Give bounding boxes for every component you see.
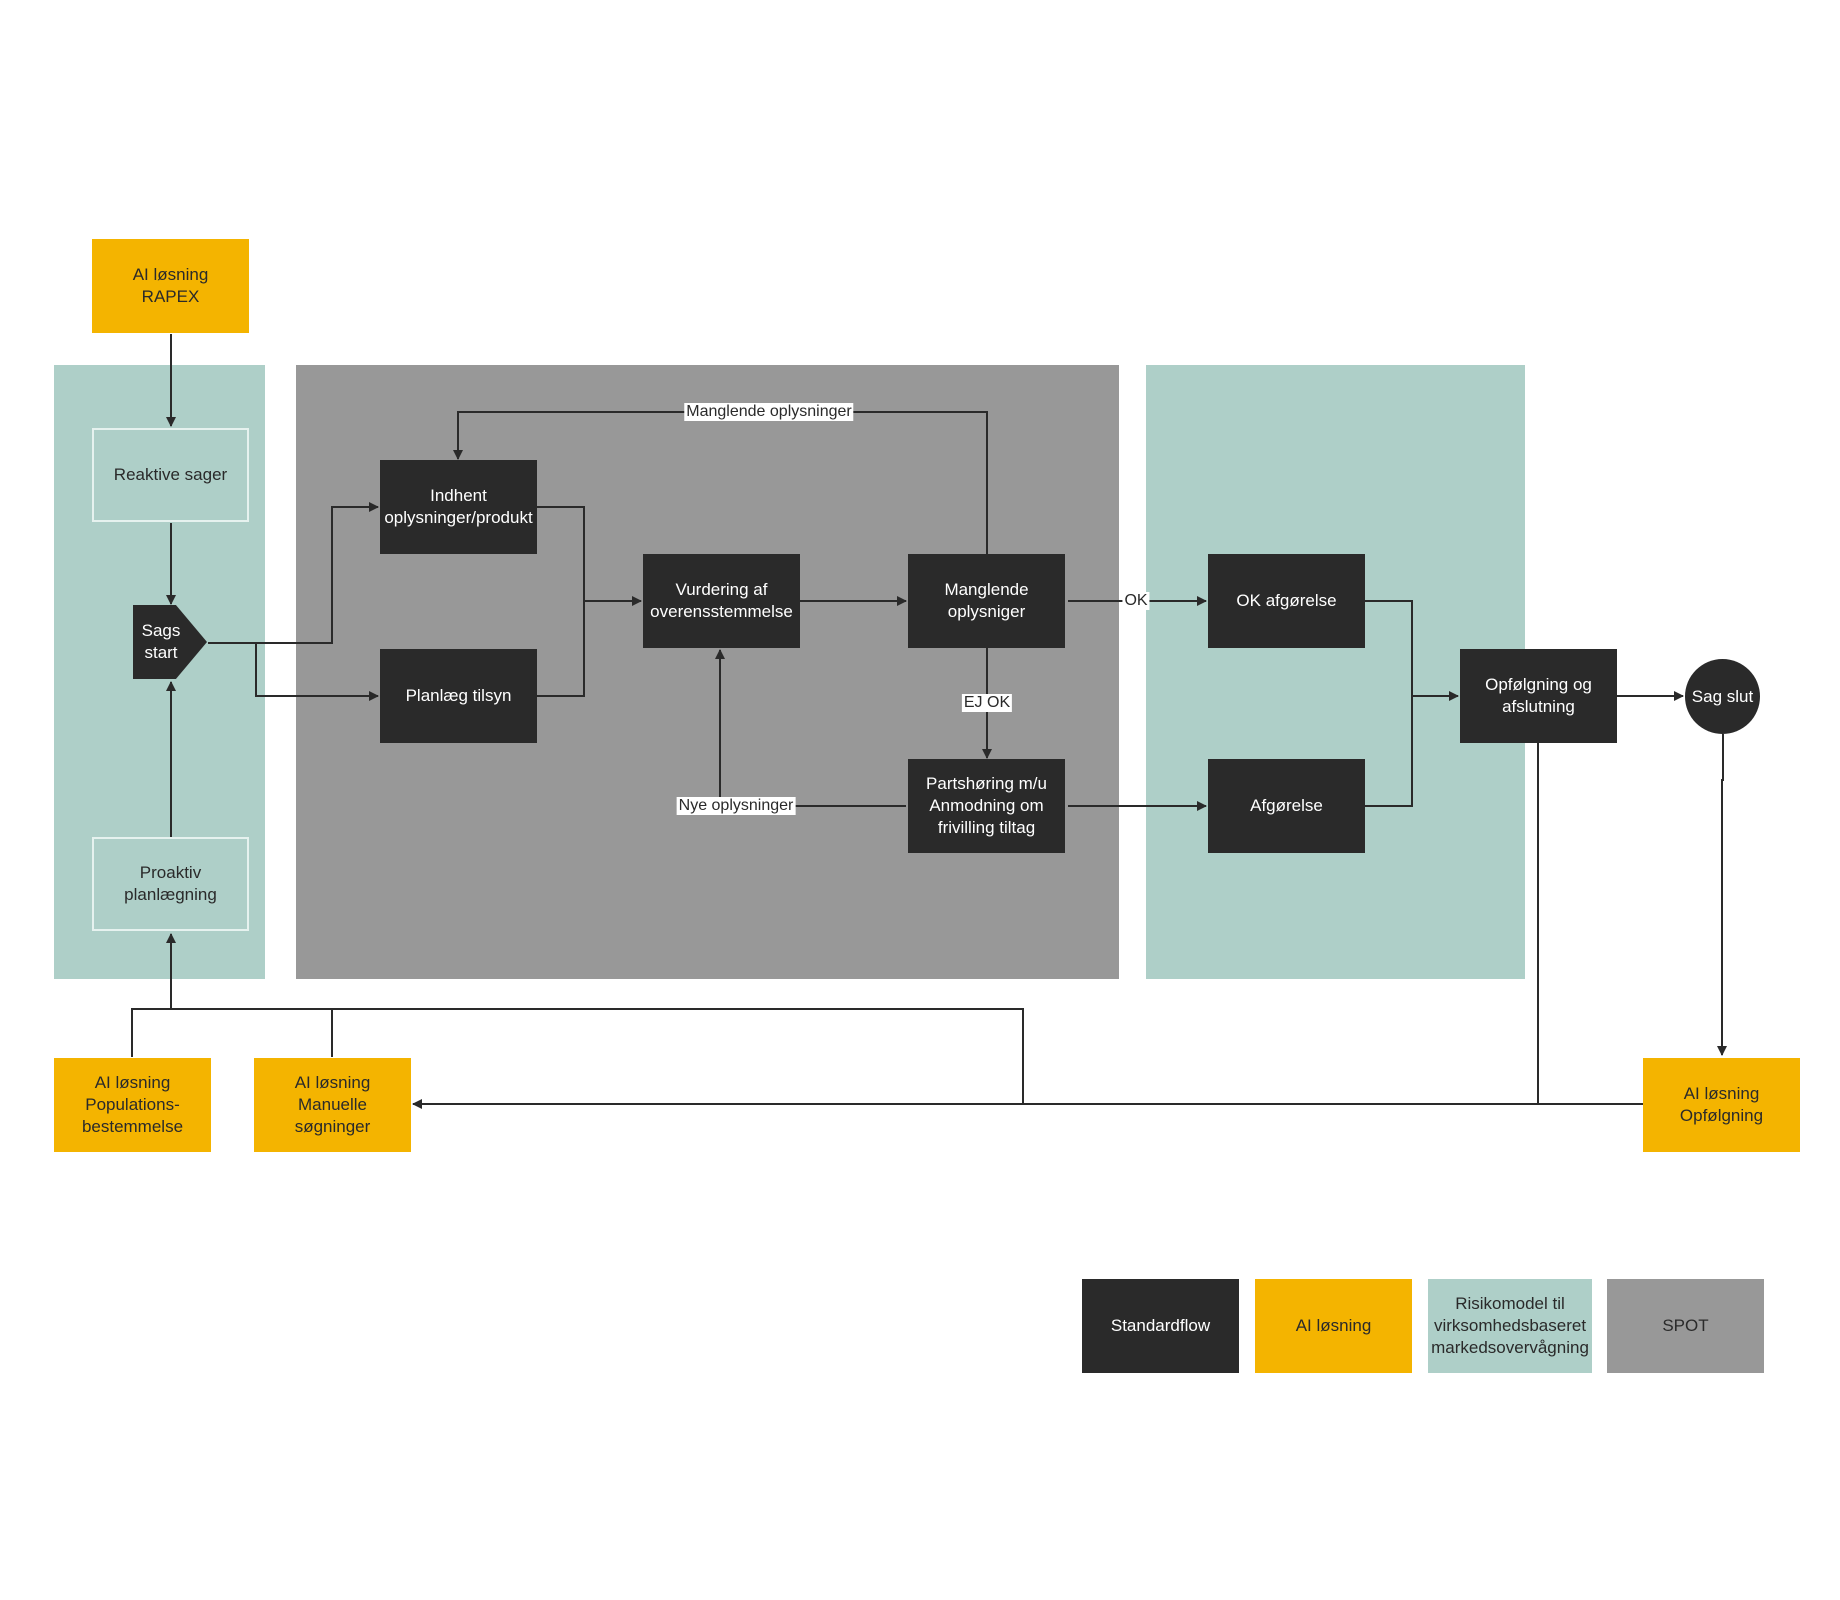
legend-ai-losning: AI løsning — [1255, 1279, 1412, 1373]
edge-label-ok: OK — [1122, 592, 1150, 610]
sags-start-node: Sags start — [133, 605, 207, 679]
edge-nye-vurdering — [715, 649, 906, 807]
legend-spot: SPOT — [1607, 1279, 1764, 1373]
edge-start-planlaeg — [255, 643, 379, 701]
sag-slut-node: Sag slut — [1685, 659, 1760, 734]
vurdering-node: Vurdering af overensstemmelse — [643, 554, 800, 648]
edge-label-nye-oplysninger: Nye oplysninger — [676, 797, 796, 815]
ai-rapex-node: AI løsning RAPEX — [92, 239, 249, 333]
opfolgning-afslutning-node: Opfølgning og afslutning — [1460, 649, 1617, 743]
indhent-oplysninger-node: Indhent oplysninger/produkt — [380, 460, 537, 554]
edge-afgorelse-opfolgning — [1365, 696, 1413, 807]
edge-start-indhent — [208, 502, 379, 644]
edge-planlaeg-vurdering — [537, 601, 585, 697]
edge-manglende-loop — [453, 411, 988, 554]
edge-label-manglende-oplysninger: Manglende oplysninger — [684, 403, 854, 421]
legend-risikomodel: Risikomodel til virksomhedsbaseret marke… — [1428, 1279, 1592, 1373]
afgorelse-node: Afgørelse — [1208, 759, 1365, 853]
edge-label-ej-ok: EJ OK — [961, 694, 1013, 712]
sags-start-label: Sags start — [141, 621, 181, 662]
proaktiv-planlaegning-node: Proaktiv planlægning — [92, 837, 249, 931]
planlaeg-tilsyn-node: Planlæg tilsyn — [380, 649, 537, 743]
legend-standardflow: Standardflow — [1082, 1279, 1239, 1373]
edge-slut-aiopfolgning — [1717, 734, 1727, 1056]
ai-opfolgning-node: AI løsning Opfølgning — [1643, 1058, 1800, 1152]
reaktive-sager-node: Reaktive sager — [92, 428, 249, 522]
ai-manuelle-node: AI løsning Manuelle søgninger — [254, 1058, 411, 1152]
edge-feed-proaktiv — [131, 1008, 1024, 1104]
edge-ok-opfolgning — [1365, 600, 1459, 701]
ok-afgorelse-node: OK afgørelse — [1208, 554, 1365, 648]
edge-indhent-vurdering — [537, 506, 642, 606]
partshoring-node: Partshøring m/u Anmodning om frivilling … — [908, 759, 1065, 853]
ai-population-node: AI løsning Populations- bestemmelse — [54, 1058, 211, 1152]
manglende-oplysniger-node: Manglende oplysniger — [908, 554, 1065, 648]
